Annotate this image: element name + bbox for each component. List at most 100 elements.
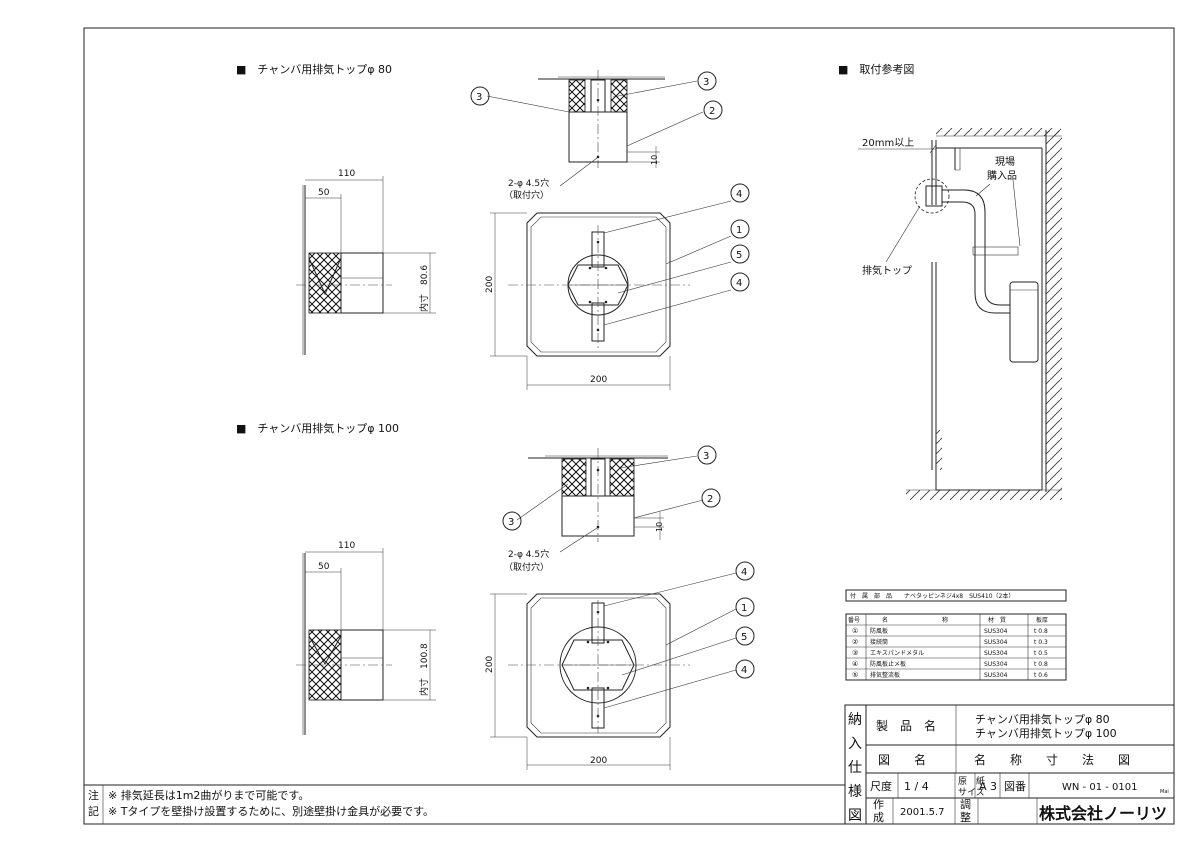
dwg-no-label: 図番: [1004, 780, 1026, 793]
callout-5-100: 5: [741, 632, 747, 643]
parts-row-material: SUS304: [984, 661, 1008, 668]
mount-purchase-label: 購入品: [987, 169, 1017, 182]
mount-gap-label: 20mm以上: [862, 137, 914, 149]
company-name: 株式会社ノーリツ: [1039, 804, 1167, 823]
callout-4a-100: 4: [741, 567, 747, 578]
paper-value: A 3: [979, 780, 997, 793]
accessory-box: [845, 589, 1067, 602]
inner-dim-100: 内寸 100.8: [418, 643, 430, 696]
parts-table: [845, 613, 1067, 681]
callout-1-100: 1: [741, 603, 747, 614]
made-label-2: 成: [873, 811, 884, 824]
made-label-1: 作: [873, 798, 884, 811]
callout-2-80: 2: [709, 106, 715, 117]
mount-title: ■ 取付参考図: [838, 62, 914, 76]
parts-row-thickness: t 0.3: [1034, 639, 1048, 646]
side-char-3: 仕: [848, 760, 862, 776]
product-name-1: チャンバ用排気トップφ 80: [975, 712, 1110, 726]
scale-label: 尺度: [870, 779, 892, 793]
drawing-label: 図 名: [878, 752, 926, 767]
mounting-diagram: [858, 128, 1062, 500]
sheet-border: [83, 27, 1175, 825]
parts-row-no: ④: [852, 660, 858, 668]
accessory-text: 付 属 部 品 ナベタッピンネジ4x8 SUS410（2本）: [850, 592, 1014, 600]
parts-row-material: SUS304: [984, 628, 1008, 635]
scale-value: 1 / 4: [904, 780, 929, 793]
callout-4a-80: 4: [736, 189, 742, 200]
mount-field-label: 現場: [995, 155, 1015, 168]
parts-header-thickness: 板厚: [1036, 616, 1048, 624]
inner-dim-80: 内寸 80.6: [418, 265, 430, 312]
dim-200-h-100: 200: [590, 756, 607, 766]
side-view-80: [296, 176, 436, 355]
parts-row-thickness: t 0.5: [1034, 650, 1048, 657]
parts-row-no: ①: [852, 627, 858, 635]
note-line-1: ※ 排気延長は1m2曲がりまで可能です。: [108, 788, 309, 802]
side-view-100: [296, 548, 436, 735]
plan-view-100: [490, 572, 737, 770]
callout-1-80: 1: [736, 225, 742, 236]
dim-200-v-80: 200: [485, 276, 495, 293]
dim-110-80: 110: [338, 169, 355, 179]
side-char-1: 納: [848, 712, 862, 728]
parts-row-name: 接続筒: [870, 638, 888, 646]
parts-row-no: ③: [852, 649, 858, 657]
callouts-80: [470, 71, 750, 292]
parts-row-no: ⑤: [852, 671, 858, 679]
parts-row-name: 排気整流板: [870, 671, 900, 679]
check-label-2: 整: [960, 810, 971, 824]
made-date: 2001.5.7: [900, 807, 945, 818]
parts-row-thickness: t 0.6: [1034, 672, 1048, 679]
top-section-80: [486, 70, 704, 187]
phi100-title: ■ チャンバ用排気トップφ 100: [236, 421, 399, 435]
dwg-no-value: WN - 01 - 0101: [1062, 782, 1137, 793]
callout-2-100: 2: [707, 494, 713, 505]
parts-row-name: エキスパンドメタル: [870, 649, 924, 657]
title-block: [844, 704, 1175, 825]
paper-label-2: サイズ: [958, 786, 985, 798]
parts-row-material: SUS304: [984, 639, 1008, 646]
hole-label-80: 2-φ 4.5穴: [508, 177, 549, 189]
product-name-2: チャンバ用排気トップφ 100: [975, 726, 1117, 740]
callouts-100: [502, 445, 755, 679]
side-char-5: 図: [848, 808, 862, 824]
side-char-4: 様: [848, 784, 862, 800]
side-char-2: 入: [848, 736, 862, 752]
dim-50-100: 50: [318, 562, 330, 572]
notes-box: [84, 784, 845, 824]
check-label-1: 調: [960, 797, 971, 811]
hole-note-80: （取付穴）: [504, 189, 549, 201]
top-section-100: [516, 448, 704, 553]
dim-110-100: 110: [338, 541, 355, 551]
callout-3b-80: 3: [703, 77, 709, 88]
dim-200-v-100: 200: [485, 656, 495, 673]
parts-header-name: 名 称: [882, 616, 948, 624]
parts-row-material: SUS304: [984, 672, 1008, 679]
parts-row-name: 防風板止メ板: [870, 660, 906, 668]
hole-label-100: 2-φ 4.5穴: [508, 548, 549, 560]
parts-row-material: SUS304: [984, 650, 1008, 657]
parts-header-no: 番号: [848, 617, 860, 624]
callout-5-80: 5: [736, 250, 742, 261]
dim-200-h-80: 200: [590, 375, 607, 385]
note-line-2: ※ Tタイプを壁掛け設置するために、別途壁掛け金具が必要です。: [108, 804, 434, 818]
phi80-title: ■ チャンバ用排気トップφ 80: [236, 62, 392, 76]
callout-3a-80: 3: [476, 92, 482, 103]
parts-row-no: ②: [852, 638, 858, 646]
callout-3a-100: 3: [508, 517, 514, 528]
parts-row-thickness: t 0.8: [1034, 661, 1048, 668]
dim-10-100: 10: [655, 522, 664, 532]
dim-50-80: 50: [318, 188, 330, 198]
callout-4b-100: 4: [741, 665, 747, 676]
revision-mark: Mai: [1160, 789, 1169, 795]
parts-row-thickness: t 0.8: [1034, 628, 1048, 635]
hole-note-100: （取付穴）: [504, 561, 549, 573]
mount-top-label: 排気トップ: [862, 264, 912, 277]
dim-10-80: 10: [650, 155, 659, 165]
notes-label-1: 注: [88, 788, 99, 802]
product-label: 製 品 名: [876, 718, 936, 733]
parts-header-material: 材 質: [988, 616, 1006, 624]
paper-label-1: 原 紙: [958, 775, 985, 787]
plan-view-80: [490, 200, 732, 390]
